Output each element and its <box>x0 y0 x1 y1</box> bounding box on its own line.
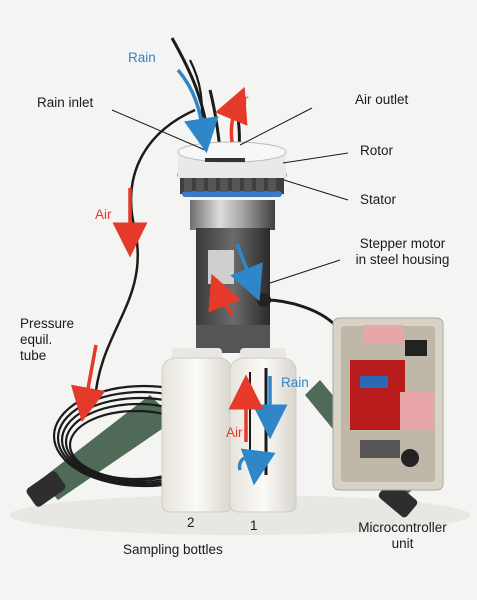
pressure-tube-coil <box>52 59 236 488</box>
air-label-top: Air <box>232 92 249 107</box>
sampling-bottle-2 <box>161 348 233 513</box>
sampling-bottles-label: Sampling bottles <box>123 542 223 557</box>
tripod-leg-left <box>26 395 175 507</box>
air-label-bottle: Air <box>226 425 243 440</box>
microcontroller-label: Microcontroller unit <box>358 520 447 551</box>
bottle-2-label: 2 <box>187 515 195 530</box>
flow-arrows <box>70 68 288 486</box>
pressure-tube-label: Pressure equil. tube <box>20 316 75 363</box>
stator-label: Stator <box>360 192 397 207</box>
air-outlet-label: Air outlet <box>355 92 409 107</box>
bottle-1-label: 1 <box>250 518 258 533</box>
rain-label-top: Rain <box>128 50 156 65</box>
rain-label-bottle: Rain <box>281 375 309 390</box>
air-label-left: Air <box>95 207 112 222</box>
steel-motor-housing <box>190 200 275 353</box>
stepper-motor-label: Stepper motor in steel housing <box>355 236 450 267</box>
rotor-stator <box>177 141 287 197</box>
floor-shadow <box>10 495 470 535</box>
rain-inlet-label: Rain inlet <box>37 95 94 110</box>
microcontroller-box <box>332 317 444 491</box>
rotor-label: Rotor <box>360 143 394 158</box>
